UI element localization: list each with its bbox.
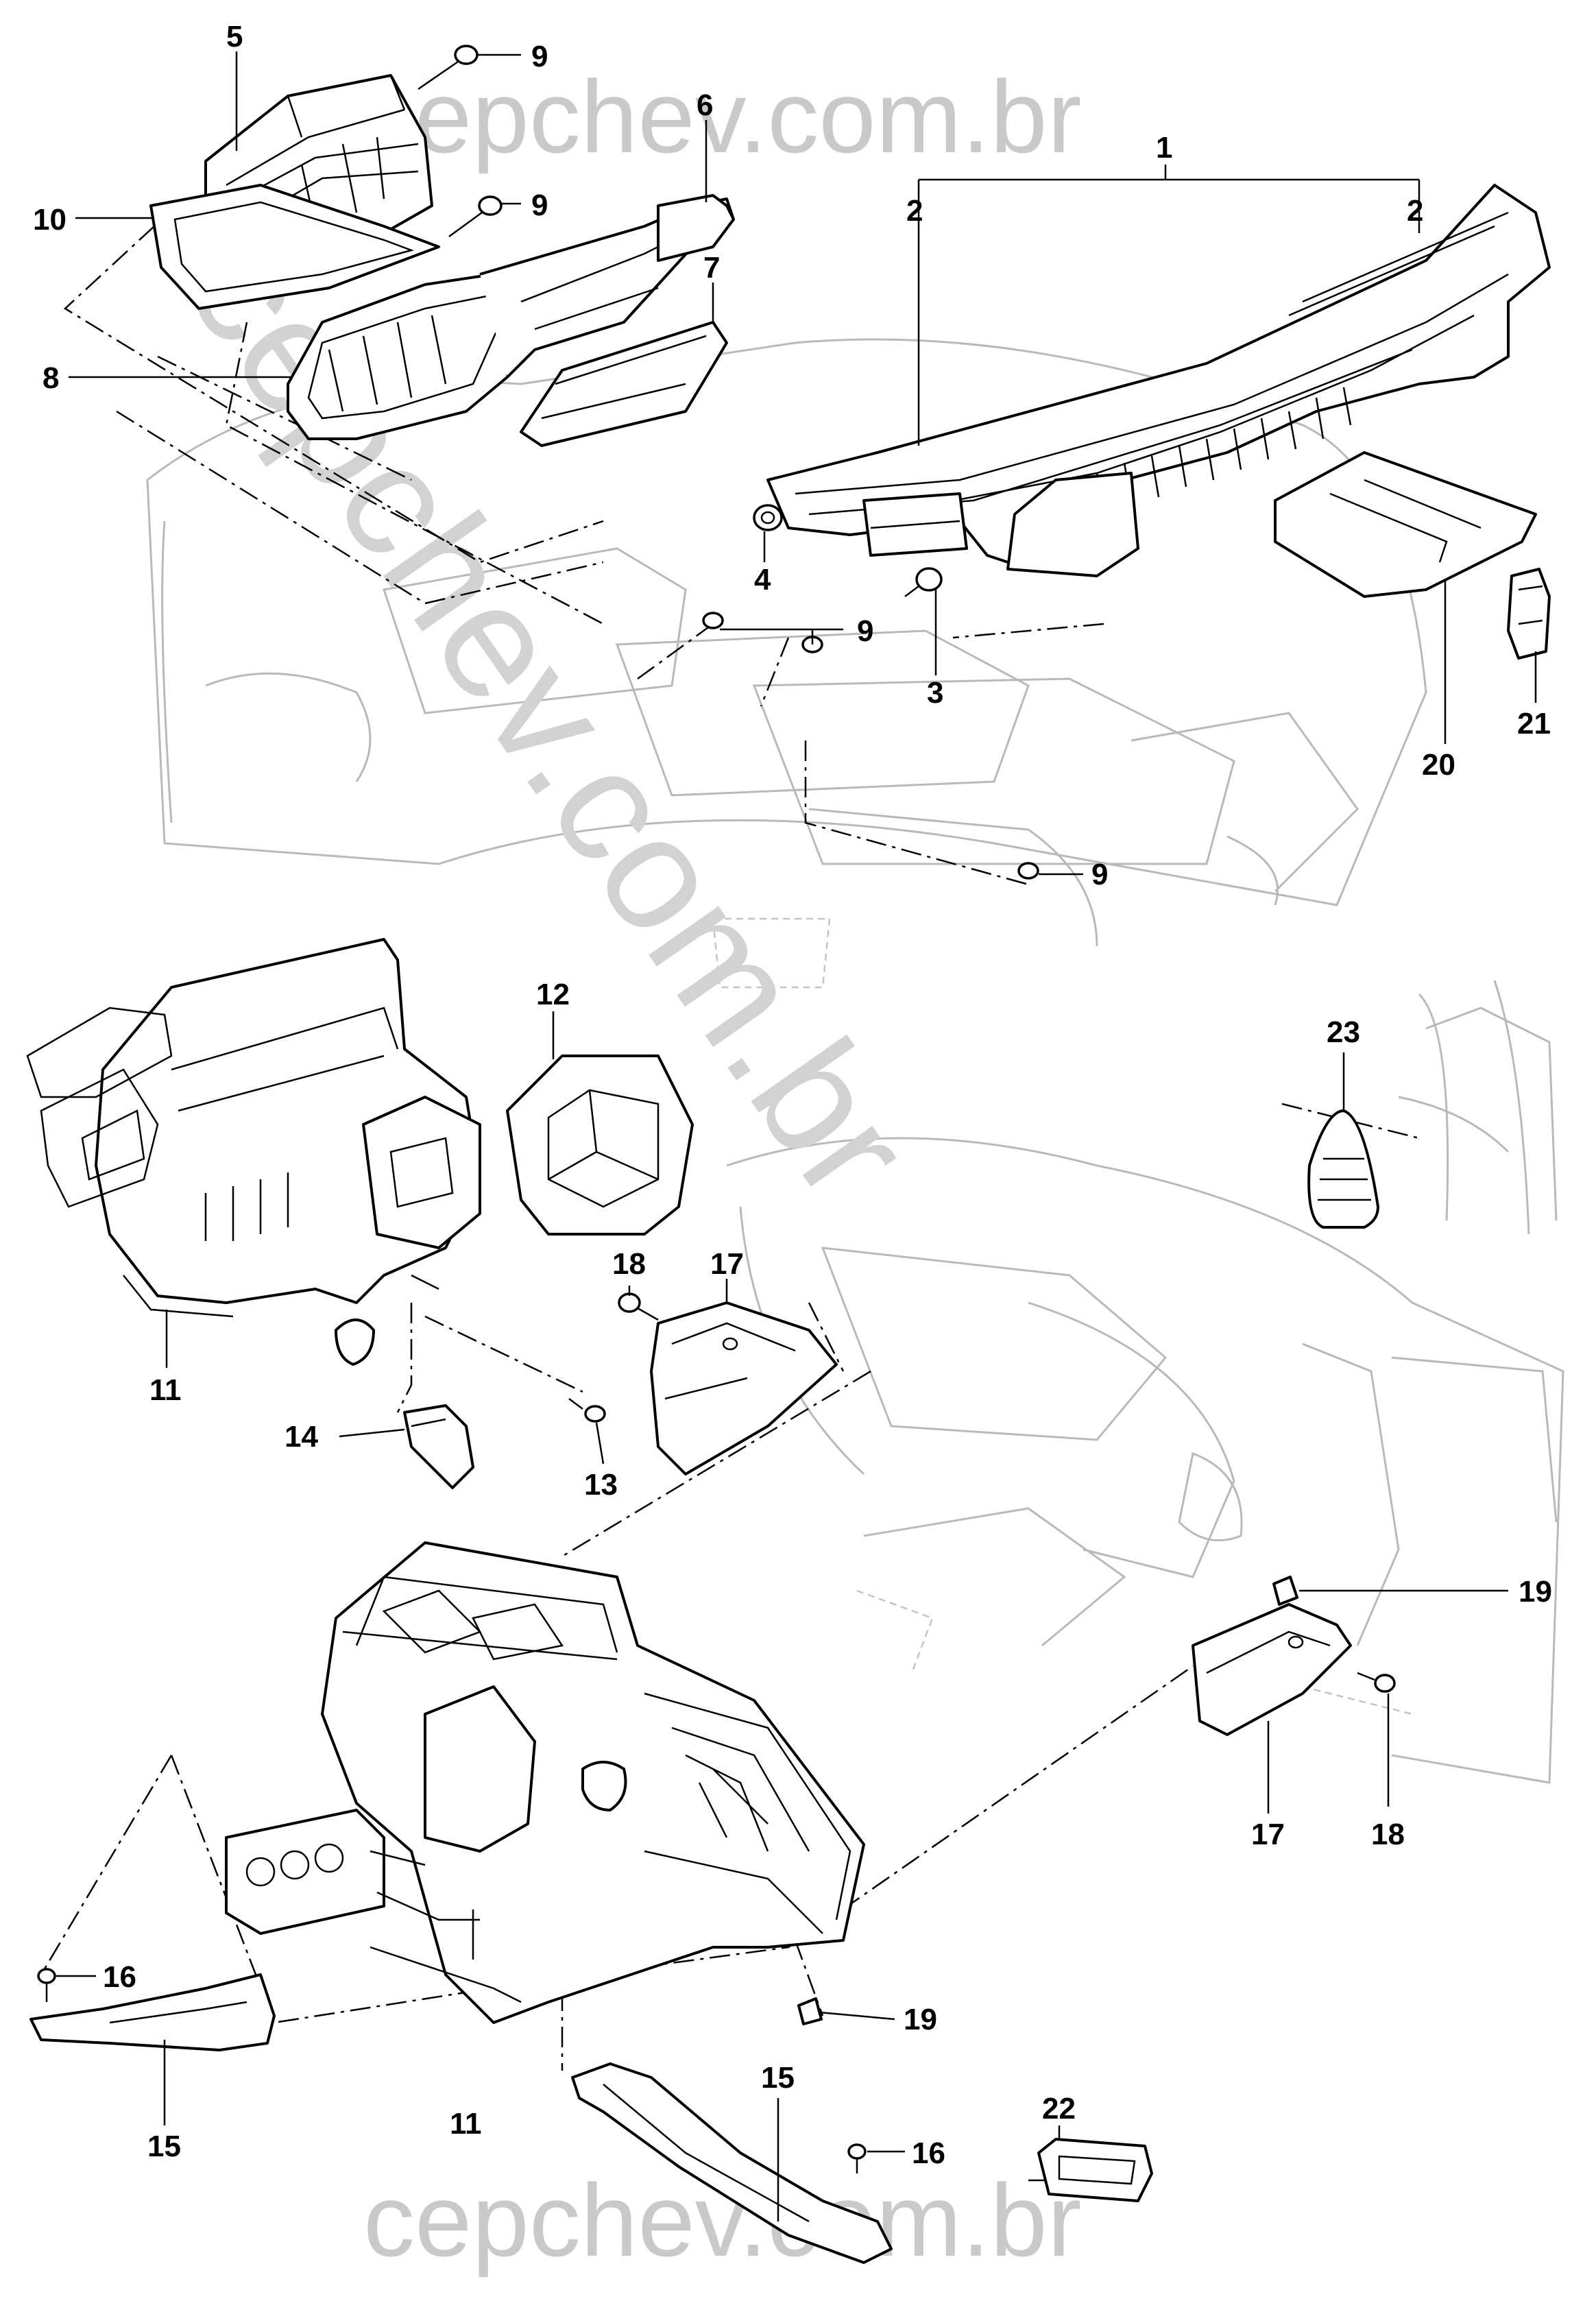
callout-22: 22 [1042, 2092, 1076, 2125]
part-18-screw-lower [1357, 1672, 1396, 1693]
part-13-screw [568, 1398, 606, 1423]
part-9-screws [418, 45, 1039, 880]
screw-9b [448, 195, 503, 238]
part-20-deflector [1274, 451, 1537, 598]
callout-11-lower: 11 [450, 2107, 482, 2141]
part-19-clip-upper [1272, 1576, 1298, 1606]
part-22-vent-grille [1037, 2138, 1153, 2202]
callout-20: 20 [1422, 748, 1455, 782]
callout-23: 23 [1327, 1015, 1360, 1049]
part-10-seal-frame [149, 184, 440, 310]
callout-9-c: 9 [857, 614, 873, 648]
callout-labels: 1 2 2 3 4 5 6 7 8 9 9 9 9 10 11 11 12 13… [33, 20, 1552, 2170]
callout-10: 10 [33, 203, 66, 237]
callout-9-a: 9 [531, 40, 548, 73]
part-14-duct-adapter [403, 1404, 474, 1489]
callout-15-left: 15 [147, 2130, 181, 2163]
callout-13: 13 [584, 1468, 618, 1502]
part-21-clip [1507, 568, 1551, 660]
callout-16-right: 16 [912, 2136, 945, 2170]
callout-7: 7 [703, 251, 720, 285]
callout-19-lower: 19 [904, 2003, 937, 2036]
watermark-top: cepchev.com.br [363, 59, 1082, 174]
callout-8: 8 [43, 361, 59, 395]
part-4-grommet [753, 504, 783, 531]
callout-leaders [56, 51, 1537, 2221]
callout-4: 4 [754, 563, 771, 597]
part-11-hvac-module-lower [225, 1541, 865, 2024]
callout-11-upper: 11 [149, 1373, 182, 1407]
part-16-clip-left [37, 1968, 56, 2002]
screw-9d [1017, 862, 1039, 880]
callout-17-upper: 17 [710, 1247, 744, 1281]
callout-14: 14 [285, 1420, 318, 1454]
callout-12: 12 [536, 978, 570, 1011]
callout-18-lower: 18 [1371, 1818, 1405, 1851]
callout-15-right: 15 [761, 2061, 795, 2095]
callout-16-left: 16 [103, 1960, 136, 1994]
callout-17-lower: 17 [1251, 1818, 1285, 1851]
callout-3: 3 [927, 676, 943, 710]
part-12-gasket [506, 1055, 694, 1236]
part-15-floor-duct-left [29, 1973, 276, 2051]
part-18-screw-upper [618, 1292, 659, 1321]
part-16-clip-right [847, 2143, 867, 2173]
part-1-cowl-panel-assembly [766, 184, 1551, 577]
vehicle-body-background [146, 338, 1564, 1784]
callout-9-d: 9 [1091, 858, 1108, 891]
part-17-side-cover-upper [650, 1301, 838, 1475]
callout-9-b: 9 [531, 189, 548, 222]
callout-2-right: 2 [1407, 194, 1423, 228]
screw-9c [702, 612, 823, 653]
callout-6: 6 [697, 88, 713, 122]
part-11-hvac-module-upper [26, 938, 481, 1366]
callout-5: 5 [226, 20, 243, 53]
callout-18-upper: 18 [612, 1247, 646, 1281]
part-3-push-pin [904, 567, 943, 597]
part-6-trim-panel [657, 194, 735, 262]
part-23-vent-cover [1307, 1109, 1379, 1229]
part-19-clip-lower [797, 1997, 823, 2025]
callout-19-upper: 19 [1519, 1575, 1552, 1609]
part-17-side-cover-lower [1192, 1603, 1352, 1736]
callout-21: 21 [1517, 707, 1551, 740]
callout-2-left: 2 [906, 194, 923, 228]
part-15-floor-duct-right [571, 2062, 893, 2264]
callout-1: 1 [1156, 131, 1172, 165]
